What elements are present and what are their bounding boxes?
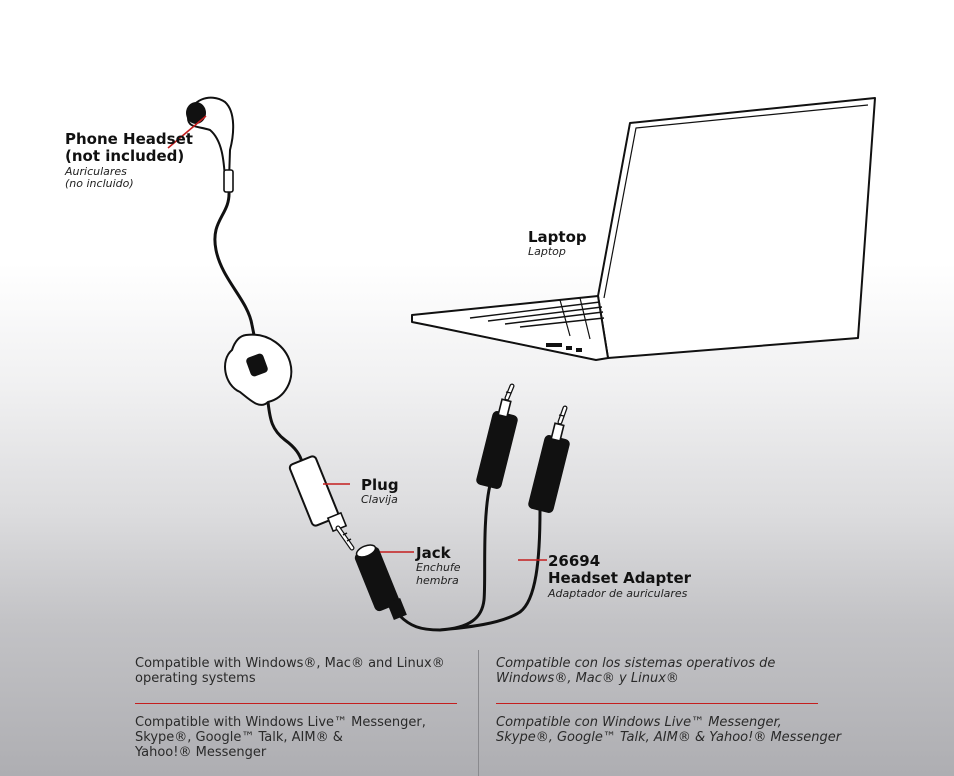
compat-msg-en-3: Yahoo!® Messenger [135,744,267,760]
adapter-label: 26694 Headset Adapter Adaptador de auric… [548,552,692,600]
laptop-label-en: Laptop [528,228,587,246]
divider-rule-left [135,703,457,704]
divider-rule-right [496,703,818,704]
headset-label-es-2: (no incluido) [65,177,134,191]
adapter-label-en: Headset Adapter [548,569,692,588]
plug-label-en: Plug [361,476,399,494]
compat-os-es: Compatible con los sistemas operativos d… [496,656,886,687]
compat-msg-es-2: Skype®, Google™ Talk, AIM® & Yahoo!® Mes… [496,729,842,745]
plug-label: Plug Clavija [361,476,399,507]
headset-label-es-1: Auriculares [65,164,127,178]
headset-label-en-1: Phone Headset [65,130,193,148]
inline-control-icon [224,333,293,406]
leader-lines [167,115,547,561]
compat-msg-en-1: Compatible with Windows Live™ Messenger, [135,715,426,730]
compat-msg-es-1: Compatible con Windows Live™ Messenger, [496,715,782,730]
jack-icon [354,544,407,620]
compat-msg-es: Compatible con Windows Live™ Messenger, … [496,715,886,746]
compat-os-es-1: Compatible con los sistemas operativos d… [496,656,776,671]
headset-cable-lower [266,401,304,463]
column-divider [478,650,479,776]
compat-msg-en: Compatible with Windows Live™ Messenger,… [135,715,470,761]
earbud-icon [186,96,235,193]
jack-label: Jack Enchufe hembra [416,544,461,588]
headset-label-en-2: (not included) [65,147,185,166]
laptop-label: Laptop Laptop [528,228,587,259]
compat-os-es-2: Windows®, Mac® y Linux® [496,670,679,686]
plug-label-es: Clavija [361,493,398,507]
compat-os-en-2: operating systems [135,670,256,686]
plug-icon [288,455,355,551]
laptop-icon [411,97,876,361]
adapter-plug-1-icon [476,383,518,489]
laptop-label-es: Laptop [528,245,566,259]
compat-msg-en-2: Skype®, Google™ Talk, AIM® & [135,729,343,745]
jack-label-es-1: Enchufe [416,561,461,575]
compat-os-en: Compatible with Windows®, Mac® and Linux… [135,656,470,687]
adapter-cable [398,484,542,632]
jack-label-en: Jack [416,544,451,562]
headset-label: Phone Headset (not included) Auriculares… [65,130,193,191]
adapter-label-es: Adaptador de auriculares [548,586,688,600]
adapter-plug-2-icon [528,405,570,513]
headset-cable-upper [213,191,258,346]
compat-os-en-1: Compatible with Windows®, Mac® and Linux… [135,656,445,671]
adapter-model: 26694 [548,552,601,570]
jack-label-es-2: hembra [416,573,459,587]
